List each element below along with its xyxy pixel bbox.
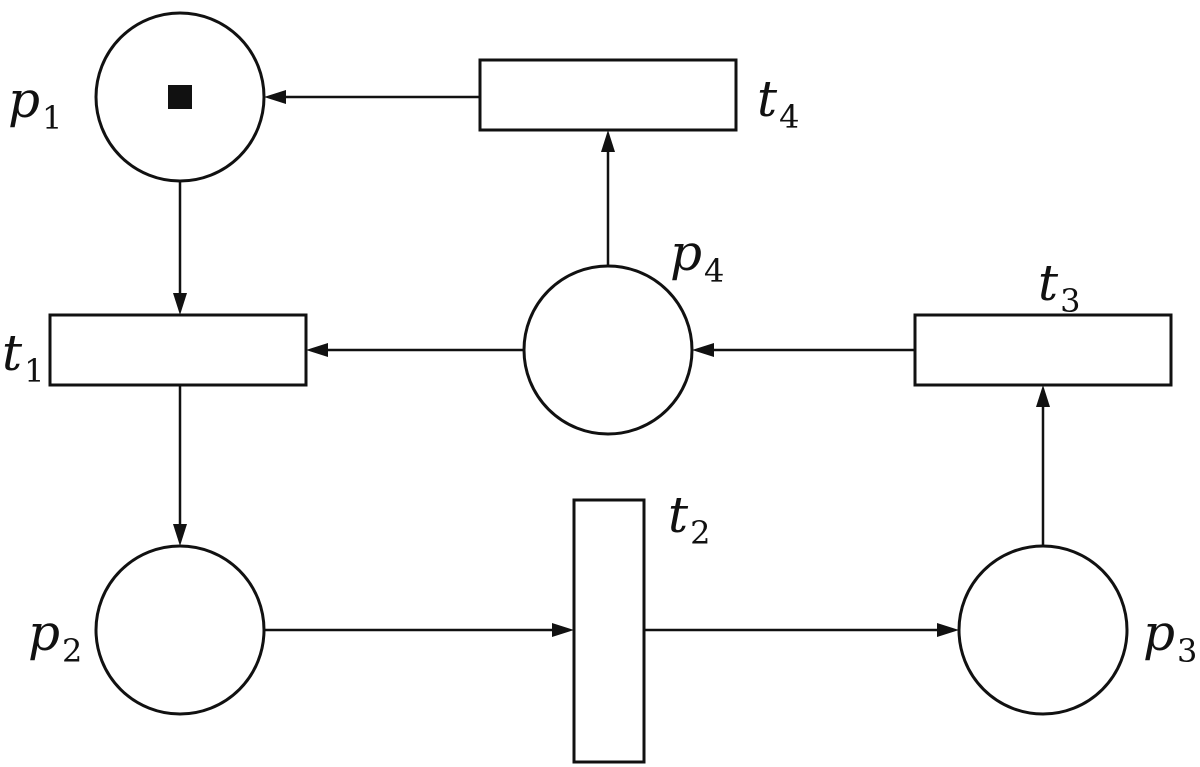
label-letter: p [1143,604,1175,662]
label-letter: t [668,486,689,544]
nodes-layer [48,11,1173,764]
arc-p4-to-t1 [306,343,524,357]
label-t3: t3 [1038,254,1080,320]
place-circle [94,544,266,716]
place-p1 [94,11,266,183]
arc-p3-to-t3 [1036,385,1050,546]
arc-p4-to-t4 [601,130,615,266]
label-p1: p1 [8,71,62,137]
arrowhead-icon [552,623,574,637]
label-subscript: 4 [779,98,799,136]
arrowhead-icon [264,90,286,104]
token-icon [168,85,192,109]
transition-t3 [913,313,1173,387]
label-p3: p3 [1143,604,1197,670]
arc-t3-to-p4 [692,343,915,357]
label-letter: p [670,224,702,282]
label-subscript: 4 [704,252,724,290]
arc-p1-to-t1 [173,181,187,315]
label-subscript: 2 [62,632,82,670]
label-letter: t [2,324,23,382]
label-subscript: 3 [1060,282,1080,320]
label-t2: t2 [668,486,710,552]
arc-t4-to-p1 [264,90,480,104]
arcs-layer [173,90,1050,637]
arrowhead-icon [173,293,187,315]
arrowhead-icon [1036,385,1050,407]
place-p3 [957,544,1129,716]
arrowhead-icon [173,524,187,546]
label-p2: p2 [28,604,82,670]
label-subscript: 1 [42,99,62,137]
arrowhead-icon [692,343,714,357]
label-letter: p [8,71,40,129]
label-letter: t [1038,254,1059,312]
label-subscript: 2 [690,514,710,552]
arc-p2-to-t2 [264,623,574,637]
arrowhead-icon [601,130,615,152]
transition-t2 [572,498,646,764]
arc-t2-to-p3 [644,623,959,637]
label-subscript: 1 [24,352,44,390]
place-circle [957,544,1129,716]
arrowhead-icon [937,623,959,637]
label-letter: p [28,604,60,662]
transition-t1 [48,313,308,387]
place-circle [522,264,694,436]
label-t1: t1 [2,324,44,390]
label-letter: t [757,70,778,128]
place-p4 [522,264,694,436]
transition-t4 [478,58,738,132]
place-p2 [94,544,266,716]
label-p4: p4 [670,224,724,290]
arrowhead-icon [306,343,328,357]
label-t4: t4 [757,70,799,136]
arc-t1-to-p2 [173,385,187,546]
label-subscript: 3 [1177,632,1197,670]
